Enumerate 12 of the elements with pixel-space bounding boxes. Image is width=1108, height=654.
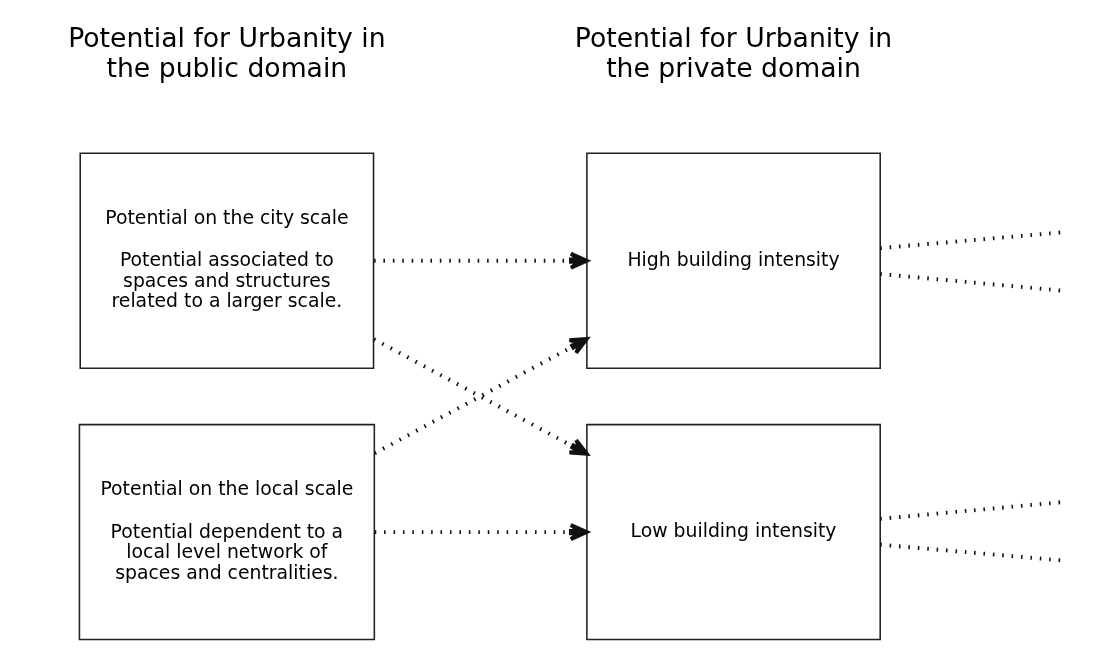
connector: [879, 272, 1061, 293]
label: Potential for Urbanity in the private domain: [574, 21, 892, 83]
arrow: [374, 523, 589, 542]
connector: [879, 500, 1061, 521]
node-box: Potential on the city scale Potential associated to spaces and structures related to a larger scale.: [78, 152, 374, 369]
label: Potential for Urbanity in the public domain: [67, 21, 386, 83]
node-box: Low building intensity: [585, 423, 881, 641]
connector: [879, 230, 1061, 251]
node-box: Potential on the local scale Potential dependent to a local level network of spaces and centralities.: [78, 423, 375, 641]
connector: [879, 542, 1061, 563]
arrow: [373, 251, 589, 270]
node-box: High building intensity: [585, 152, 881, 369]
